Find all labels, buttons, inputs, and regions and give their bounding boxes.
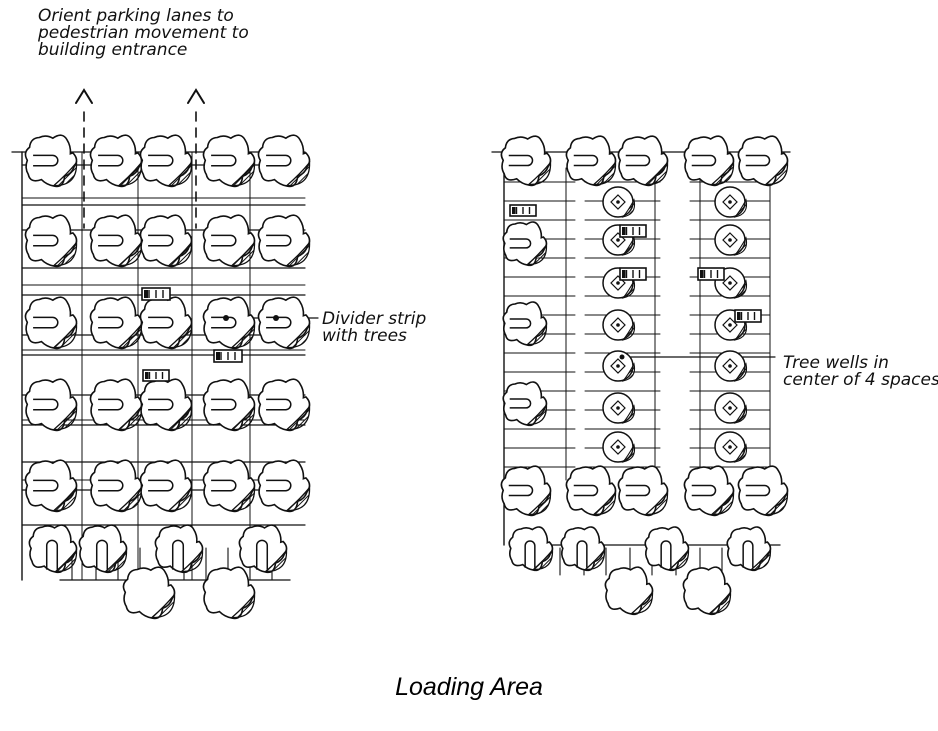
tree-canopy-icon bbox=[89, 296, 143, 350]
car-icon bbox=[142, 369, 170, 382]
tree-canopy-icon bbox=[683, 135, 735, 187]
tree-canopy-icon bbox=[89, 214, 143, 268]
tree-canopy-icon bbox=[257, 378, 311, 432]
tree-well-icon bbox=[714, 224, 748, 256]
tree-canopy-icon bbox=[617, 135, 669, 187]
arrow-up-icon bbox=[75, 88, 93, 104]
tree-canopy-icon bbox=[644, 526, 690, 572]
arrow-up-icon bbox=[187, 88, 205, 104]
car-icon bbox=[509, 204, 537, 217]
tree-canopy-icon bbox=[500, 135, 552, 187]
tree-canopy-icon bbox=[238, 524, 288, 574]
tree-well-icon bbox=[714, 186, 748, 218]
tree-canopy-icon bbox=[89, 378, 143, 432]
car-icon bbox=[697, 267, 725, 281]
car-icon bbox=[619, 267, 647, 281]
tree-canopy-icon bbox=[604, 566, 654, 616]
tree-canopy-icon bbox=[257, 459, 311, 513]
tree-canopy-icon bbox=[89, 459, 143, 513]
tree-well-icon bbox=[714, 350, 748, 382]
tree-canopy-icon bbox=[202, 296, 256, 350]
car-icon bbox=[141, 287, 171, 301]
tree-canopy-icon bbox=[139, 296, 193, 350]
tree-canopy-icon bbox=[24, 459, 78, 513]
tree-canopy-icon bbox=[737, 135, 789, 187]
tree-well-icon bbox=[714, 392, 748, 424]
tree-wells-note: Tree wells in center of 4 spaces bbox=[783, 353, 938, 390]
tree-well-icon bbox=[602, 431, 636, 463]
tree-well-icon bbox=[602, 350, 636, 382]
car-icon bbox=[619, 224, 647, 238]
leader-dot bbox=[619, 354, 625, 360]
leader-dot bbox=[273, 315, 279, 321]
tree-canopy-icon bbox=[24, 214, 78, 268]
tree-canopy-icon bbox=[202, 459, 256, 513]
tree-canopy-icon bbox=[202, 214, 256, 268]
tree-canopy-icon bbox=[682, 566, 732, 616]
tree-canopy-icon bbox=[89, 134, 143, 188]
tree-canopy-icon bbox=[28, 524, 78, 574]
tree-canopy-icon bbox=[617, 465, 669, 517]
tree-canopy-icon bbox=[257, 296, 311, 350]
tree-well-icon bbox=[602, 392, 636, 424]
tree-canopy-icon bbox=[508, 526, 554, 572]
tree-well-icon bbox=[602, 309, 636, 341]
tree-canopy-icon bbox=[24, 134, 78, 188]
tree-canopy-icon bbox=[139, 214, 193, 268]
tree-canopy-icon bbox=[154, 524, 204, 574]
tree-canopy-icon bbox=[560, 526, 606, 572]
leader-dot bbox=[223, 315, 229, 321]
orient-parking-note: Orient parking lanes to pedestrian movem… bbox=[38, 6, 249, 60]
tree-canopy-icon bbox=[24, 378, 78, 432]
tree-canopy-icon bbox=[565, 465, 617, 517]
tree-canopy-icon bbox=[202, 566, 256, 620]
tree-canopy-icon bbox=[139, 459, 193, 513]
tree-canopy-icon bbox=[257, 214, 311, 268]
divider-strip-note: Divider strip with trees bbox=[322, 309, 427, 346]
tree-well-icon bbox=[602, 186, 636, 218]
tree-canopy-icon bbox=[257, 134, 311, 188]
tree-well-icon bbox=[602, 224, 636, 256]
tree-canopy-icon bbox=[502, 221, 548, 267]
tree-well-icon bbox=[714, 431, 748, 463]
tree-canopy-icon bbox=[726, 526, 772, 572]
tree-canopy-icon bbox=[500, 465, 552, 517]
tree-canopy-icon bbox=[737, 465, 789, 517]
tree-canopy-icon bbox=[139, 134, 193, 188]
tree-canopy-icon bbox=[202, 378, 256, 432]
figure-caption: Loading Area bbox=[395, 673, 543, 701]
tree-canopy-icon bbox=[122, 566, 176, 620]
car-icon bbox=[734, 309, 762, 323]
tree-canopy-icon bbox=[24, 296, 78, 350]
tree-canopy-icon bbox=[565, 135, 617, 187]
car-icon bbox=[213, 349, 243, 363]
tree-canopy-icon bbox=[202, 134, 256, 188]
tree-canopy-icon bbox=[502, 301, 548, 347]
tree-canopy-icon bbox=[78, 524, 128, 574]
tree-canopy-icon bbox=[139, 378, 193, 432]
tree-canopy-icon bbox=[502, 381, 548, 427]
tree-canopy-icon bbox=[683, 465, 735, 517]
